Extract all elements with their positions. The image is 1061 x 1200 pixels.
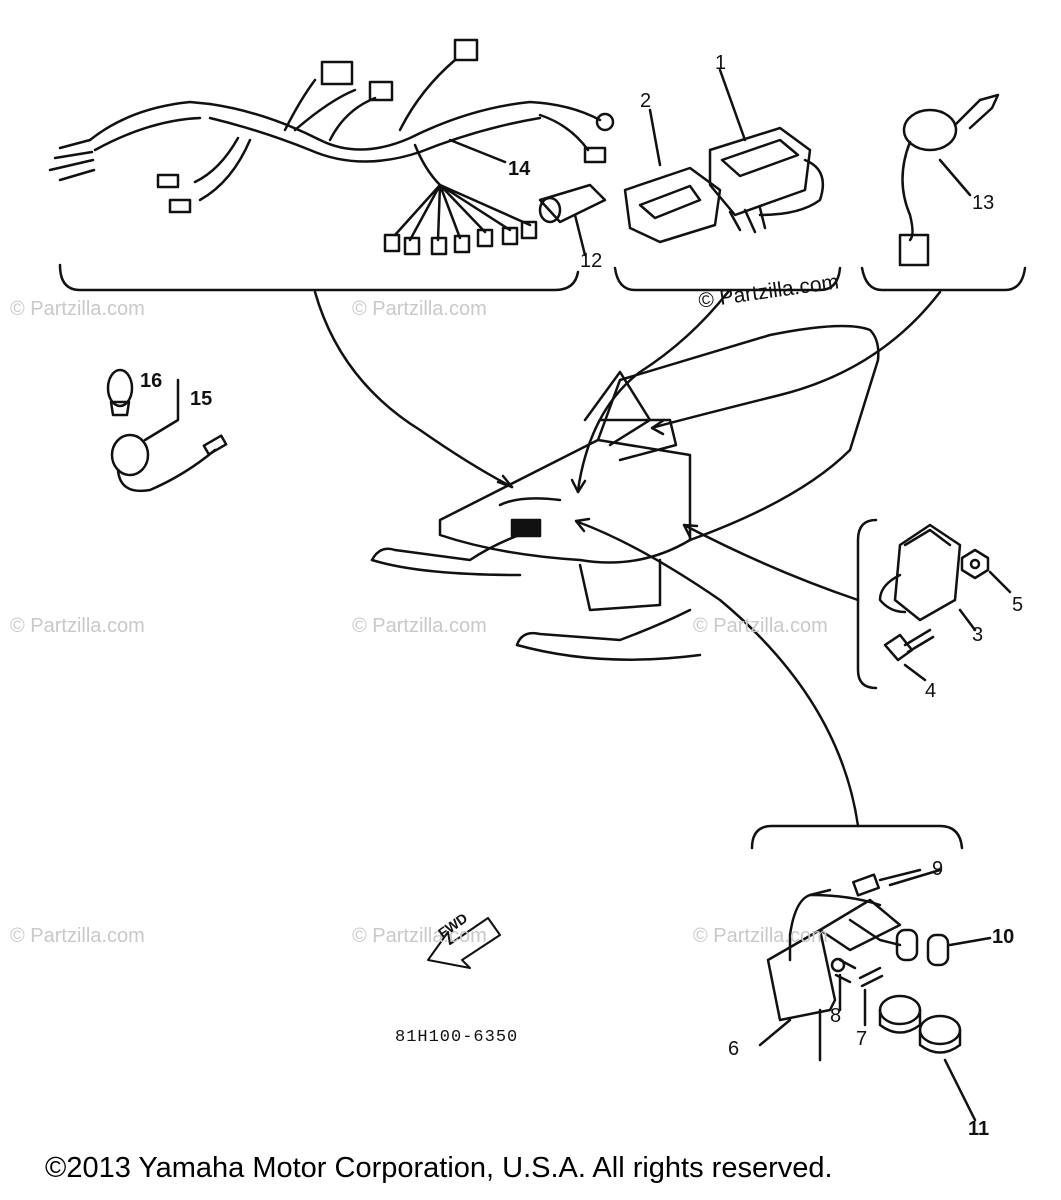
ignition-coil [758,868,992,1062]
callout-10: 10 [992,926,1015,948]
callout-16: 16 [140,370,163,392]
leader-harness [313,290,514,489]
arrowhead-ignition-coil [574,517,591,533]
main-switch [898,93,1000,267]
watermark: © Partzilla.com [693,615,828,637]
callout-15: 15 [190,388,213,410]
callout-1: 1 [715,52,727,74]
leader-cdi [576,290,730,492]
callout-12: 12 [580,250,603,272]
nut [960,548,1012,594]
watermark: © Partzilla.com [352,298,487,320]
leader-regulator [684,524,860,602]
callout-2: 2 [640,90,652,112]
bracket-regulator [856,518,878,690]
fwd-arrow [427,917,501,969]
watermark: © Partzilla.com [352,615,487,637]
callout-13: 13 [972,192,995,214]
diagram-part-code: 81H100-6350 [395,1028,519,1047]
cdi-unit [708,126,825,234]
copyright-notice: ©2013 Yamaha Motor Corporation, U.S.A. A… [45,1152,833,1184]
watermark: © Partzilla.com [10,925,145,947]
callout-9: 9 [932,858,944,880]
voltage-regulator [878,523,977,632]
watermark: © Partzilla.com [10,615,145,637]
harness-connector-mark [510,518,542,538]
arrowhead-main-switch [650,418,666,436]
callout-leaders [448,68,972,887]
callout-8: 8 [830,1005,842,1027]
callout-5: 5 [1012,594,1024,616]
leader-ignition-coil [576,520,860,828]
bracket-wire-harness [58,263,580,292]
watermark: © Partzilla.com [10,298,145,320]
bulb-socket [106,368,228,493]
snowmobile-outline [370,324,880,661]
callout-7: 7 [856,1028,868,1050]
watermark: © Partzilla.com [352,925,487,947]
rubber-grommets [878,994,977,1122]
mounting-bolt [883,628,935,682]
watermark: © Partzilla.com [693,925,828,947]
cdi-bracket [623,166,722,244]
leader-main-switch [653,290,942,429]
wire-harness [48,38,615,256]
callout-14: 14 [508,158,531,180]
arrowhead-cdi [570,478,587,494]
callout-3: 3 [972,624,984,646]
callout-6: 6 [728,1038,740,1060]
bracket-main-switch [860,266,1027,292]
bracket-ignition-coil [750,824,964,850]
bracket-cdi-group [613,266,842,292]
callout-4: 4 [925,680,937,702]
callout-11: 11 [968,1118,990,1140]
